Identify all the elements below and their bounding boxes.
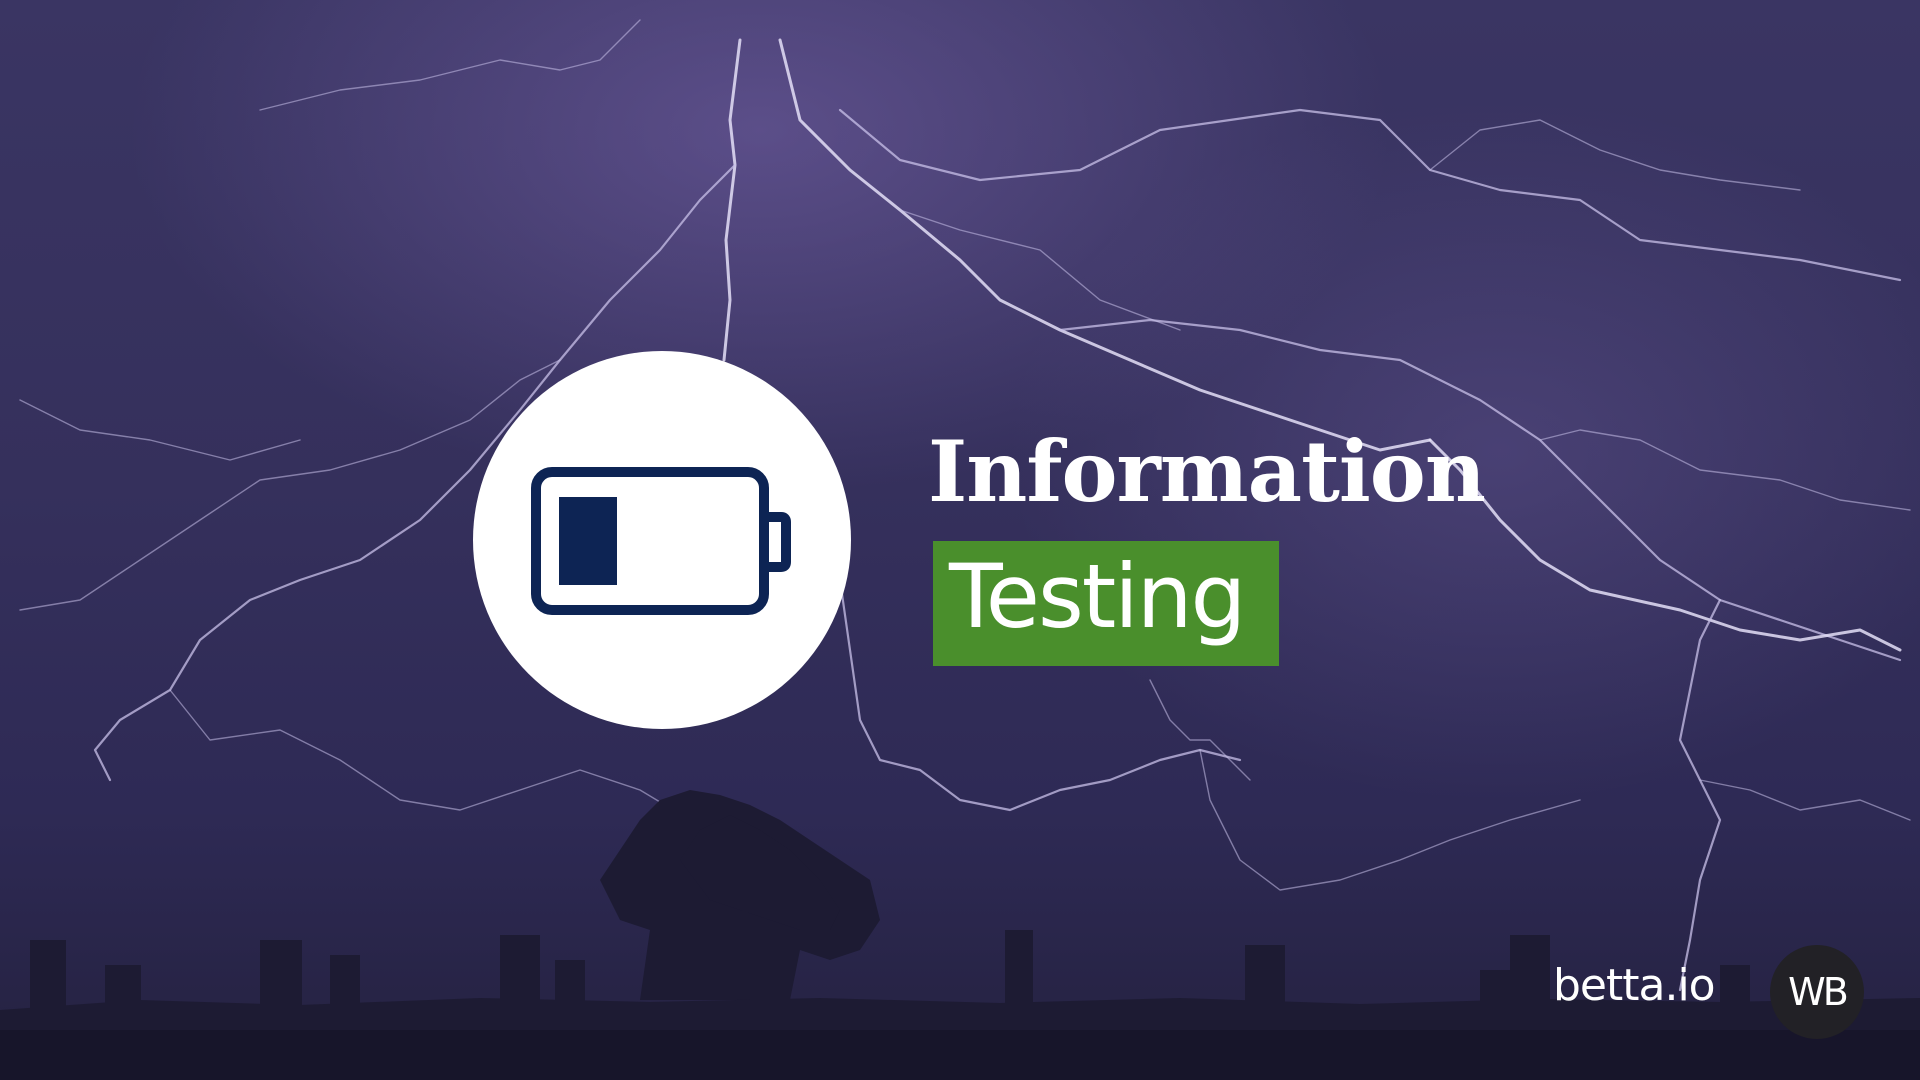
rooftop-silhouette (0, 930, 1920, 1080)
icon-circle (473, 351, 851, 729)
subtitle-badge: Testing (933, 541, 1279, 666)
lightning-bolts (19, 19, 1911, 992)
battery-low-icon (531, 467, 791, 615)
tree-silhouette (600, 790, 880, 1000)
slide-title: Information (928, 422, 1486, 521)
wb-logo-text: WB (1788, 970, 1849, 1014)
brand-link[interactable]: betta.io (1553, 960, 1716, 1011)
wb-logo[interactable]: WB (1770, 945, 1864, 1039)
slide-subtitle: Testing (949, 545, 1246, 648)
